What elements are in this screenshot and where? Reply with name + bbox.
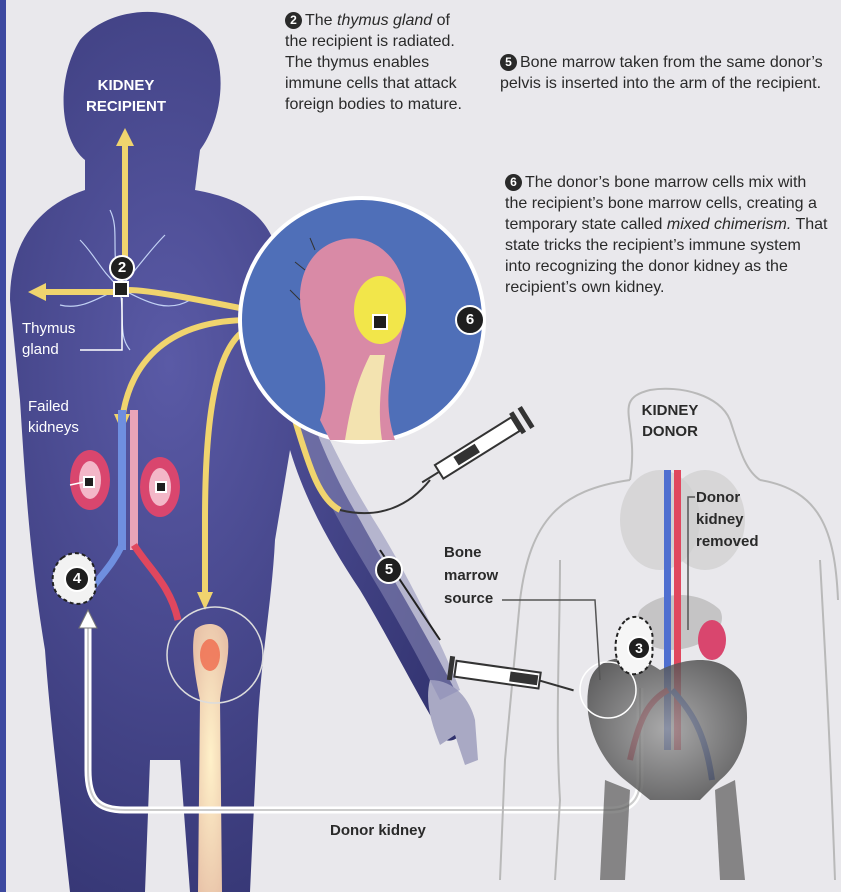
- label-donor-kidney: Donor kidney: [330, 820, 470, 841]
- label-kidney-donor: KIDNEY DONOR: [630, 400, 710, 442]
- step-6-number: 6: [505, 174, 522, 191]
- thymus-marker: [114, 282, 128, 296]
- step-5-number: 5: [500, 54, 517, 71]
- step-2-emphasis: thymus gland: [337, 12, 432, 29]
- step-2-number: 2: [285, 12, 302, 29]
- label-bone-marrow-source: Bone marrow source: [444, 541, 516, 610]
- callout-5: 5: [375, 556, 403, 584]
- label-kidney-recipient: KIDNEY RECIPIENT: [80, 75, 172, 117]
- callout-4: 4: [64, 566, 90, 592]
- callout-3: 3: [627, 636, 651, 660]
- bone-marrow-magnifier: [240, 198, 484, 442]
- step-6-emphasis: mixed chimerism.: [667, 216, 791, 233]
- step-5-body: Bone marrow taken from the same donor’s …: [500, 54, 823, 92]
- label-thymus-gland: Thymus gland: [22, 318, 98, 360]
- label-failed-kidneys: Failed kidneys: [28, 396, 98, 438]
- step-2-before: The: [305, 12, 337, 29]
- callout-6: 6: [455, 305, 485, 335]
- callout-2: 2: [109, 255, 135, 281]
- label-donor-kidney-removed: Donor kidney removed: [696, 487, 786, 553]
